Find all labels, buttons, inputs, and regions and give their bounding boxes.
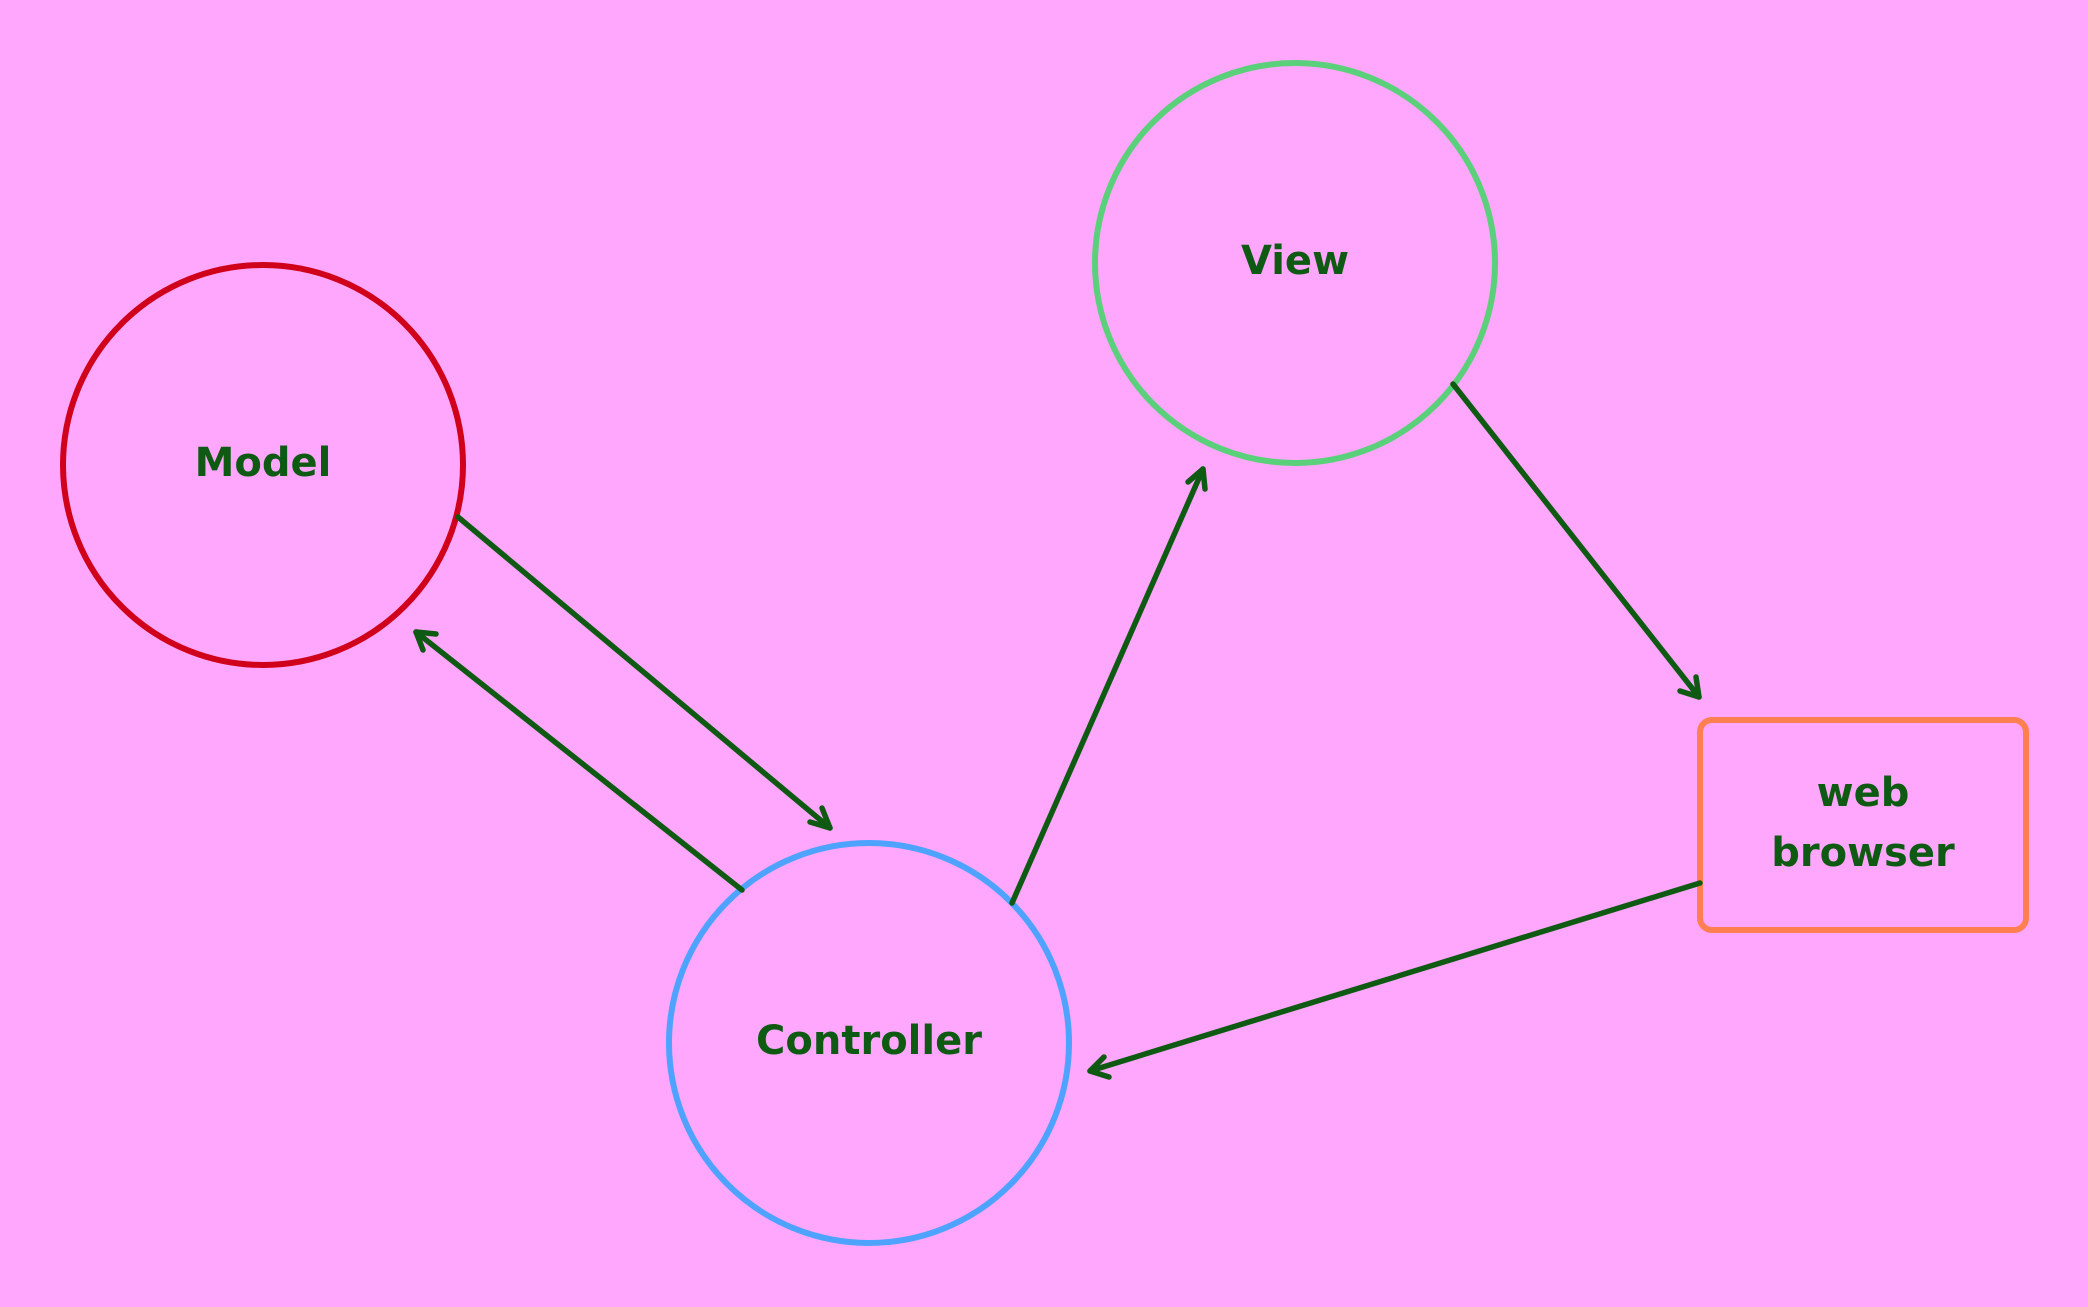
arrow-browser-to-controller: [1087, 880, 1703, 1080]
model-label: Model: [195, 440, 332, 486]
controller-circle: [666, 840, 1072, 1246]
browser-node[interactable]: web browser: [1697, 717, 2029, 933]
arrow-view-to-browser: [1450, 381, 1702, 700]
view-node[interactable]: View: [1092, 60, 1498, 466]
view-label: View: [1241, 238, 1349, 284]
model-circle: [60, 262, 466, 668]
arrow-controller-to-model: [413, 629, 745, 893]
arrow-model-to-controller: [455, 514, 833, 831]
view-circle: [1092, 60, 1498, 466]
edges: [413, 381, 1703, 1080]
browser-box: [1697, 717, 2029, 933]
arrow-controller-to-view: [1009, 466, 1208, 906]
browser-label-line2: browser: [1771, 830, 1955, 876]
controller-label: Controller: [756, 1018, 982, 1064]
browser-label-line1: web: [1817, 770, 1910, 816]
controller-node[interactable]: Controller: [666, 840, 1072, 1246]
model-node[interactable]: Model: [60, 262, 466, 668]
